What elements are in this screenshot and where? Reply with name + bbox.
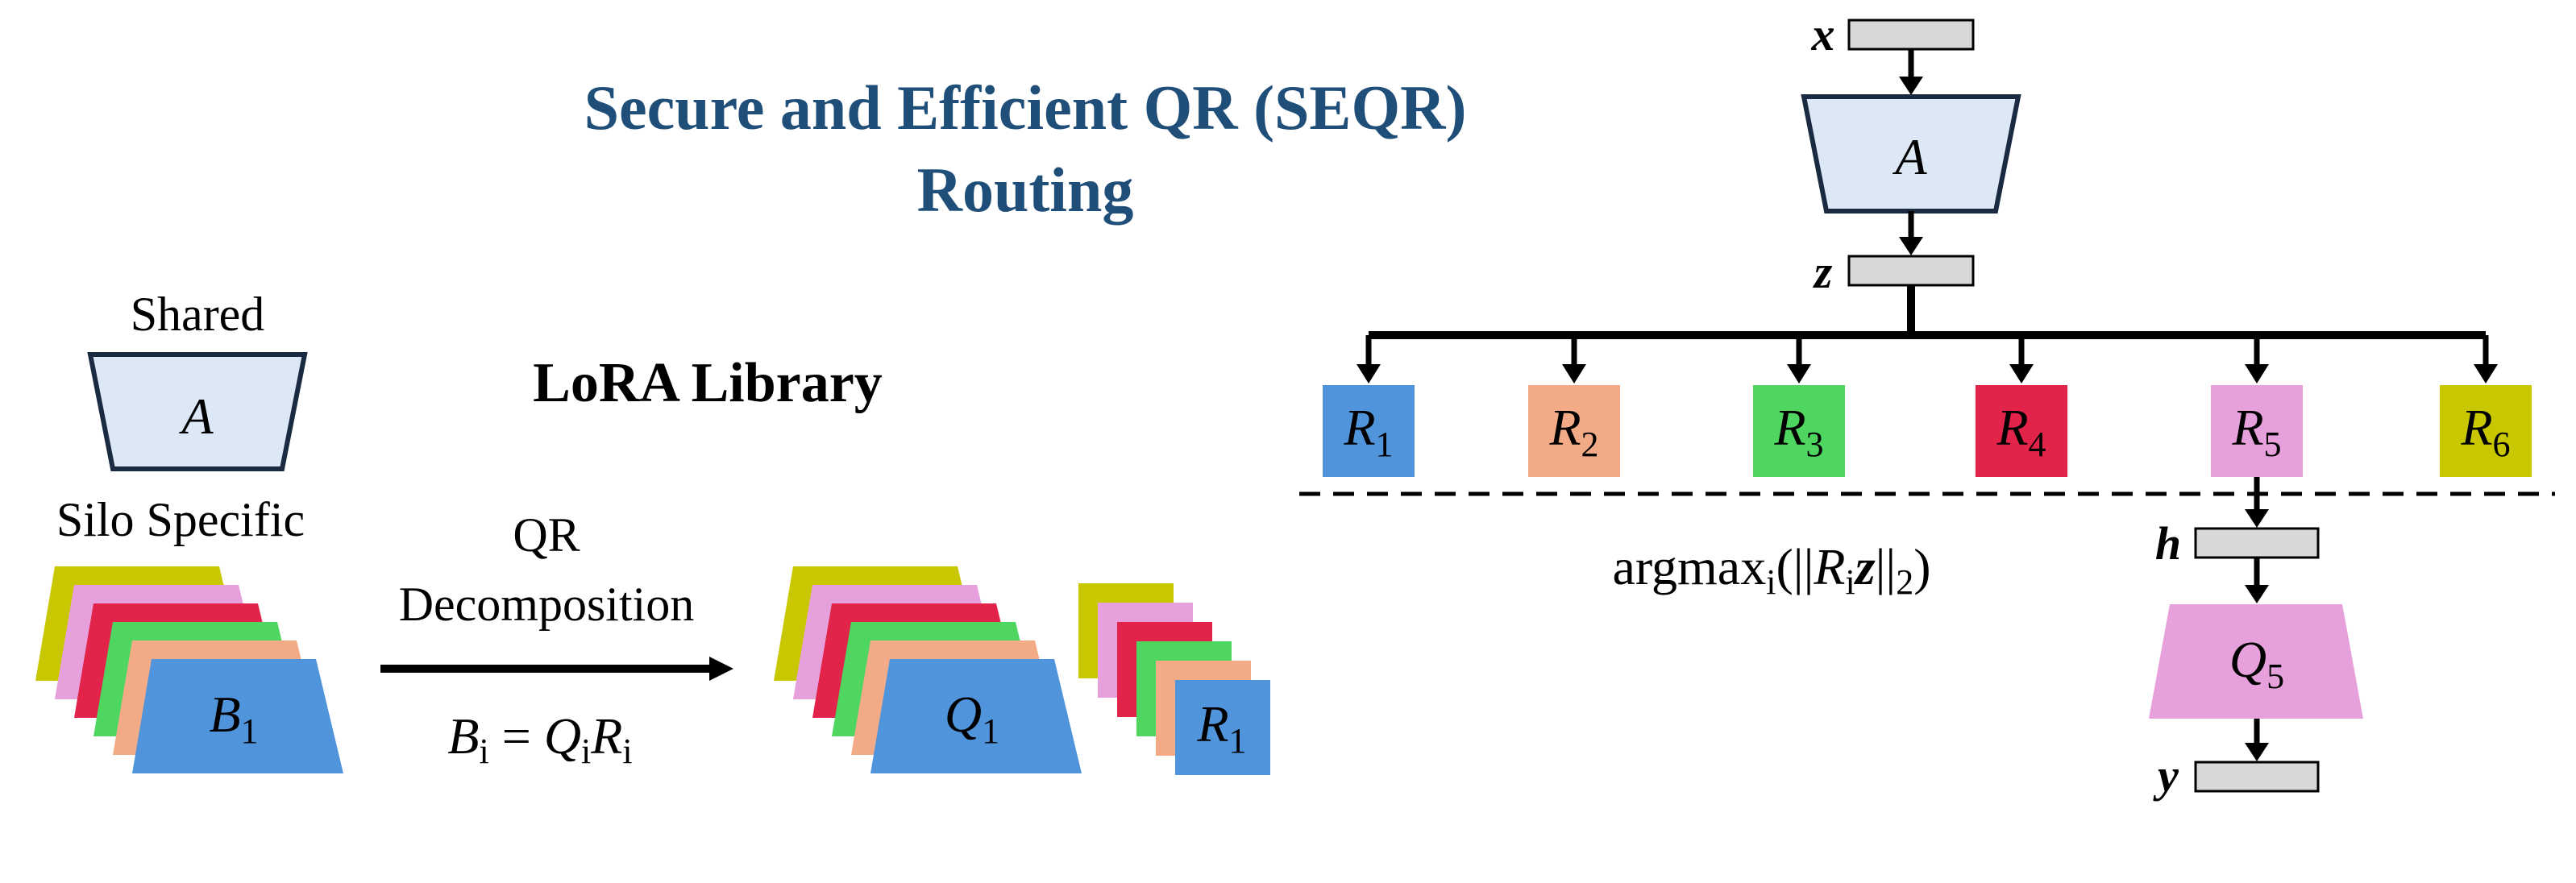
r2-label: R2 <box>1548 399 1598 464</box>
r5-box <box>2211 385 2303 477</box>
qr-label: QR <box>513 508 580 562</box>
h-label: h <box>2155 517 2181 570</box>
decomposition-equation: Bi = QiRi <box>447 707 632 771</box>
r2-box <box>1528 385 1620 477</box>
title-line-2: Routing <box>917 155 1134 225</box>
bus-to-r6-arrowhead <box>2474 364 2498 383</box>
r1-label: R1 <box>1343 399 1393 464</box>
router-a-trapezoid <box>1801 94 2021 213</box>
bus-to-r5-arrowhead <box>2245 364 2269 383</box>
q-to-y-arrowhead <box>2245 743 2269 761</box>
shared-label: Shared <box>131 288 265 341</box>
r-matrix-stack <box>1078 583 1270 775</box>
r5-to-h-arrowhead <box>2245 509 2269 528</box>
h-to-q-arrowhead <box>2245 585 2269 603</box>
r3-box <box>1753 385 1845 477</box>
z-label: z <box>1813 246 1833 298</box>
shared-a-label: A <box>178 388 214 445</box>
z-box <box>1847 255 1975 287</box>
x-input-label: x <box>1811 8 1835 60</box>
b-layer-blue <box>132 659 343 773</box>
q5-trapezoid <box>2149 604 2363 719</box>
r6-label: R6 <box>2460 399 2510 464</box>
b1-label: B1 <box>209 686 258 751</box>
silo-specific-label: Silo Specific <box>56 493 305 546</box>
r1-label: R1 <box>1196 695 1246 761</box>
h-box <box>2194 527 2320 559</box>
r4-box <box>1976 385 2067 477</box>
q5-label: Q5 <box>2229 631 2284 696</box>
r-boxes-group: R1 R2 R3 R4 R5 R6 <box>1323 335 2532 477</box>
x-to-a-arrowhead <box>1899 77 1923 95</box>
bus-to-r2-arrowhead <box>1562 364 1586 383</box>
x-input-box <box>1847 19 1975 51</box>
argmax-selector-formula: argmaxi(||Riz||2) <box>1612 538 1930 602</box>
bus-to-r3-arrowhead <box>1787 364 1811 383</box>
q-layer-blue <box>870 659 1082 773</box>
r-layer-blue <box>1175 680 1270 775</box>
r1-box <box>1323 385 1415 477</box>
y-output-box <box>2194 761 2320 793</box>
r4-label: R4 <box>1996 399 2046 464</box>
lora-library-label: LoRA Library <box>533 352 883 414</box>
bus-to-r4-arrowhead <box>2009 364 2034 383</box>
r3-label: R3 <box>1773 399 1823 464</box>
title-line-1: Secure and Efficient QR (SEQR) <box>584 73 1467 143</box>
shared-a-trapezoid <box>87 352 308 471</box>
a-to-z-arrowhead <box>1899 237 1923 255</box>
r5-label: R5 <box>2231 399 2281 464</box>
qr-arrow-head <box>709 657 733 681</box>
q-matrix-stack <box>774 566 1082 773</box>
b-matrix-stack <box>35 566 343 773</box>
decomposition-label: Decomposition <box>399 578 695 631</box>
bus-to-r1-arrowhead <box>1357 364 1381 383</box>
router-a-label: A <box>1892 128 1927 185</box>
q1-label: Q1 <box>945 686 999 751</box>
y-output-label: y <box>2153 749 2179 802</box>
r6-box <box>2440 385 2532 477</box>
